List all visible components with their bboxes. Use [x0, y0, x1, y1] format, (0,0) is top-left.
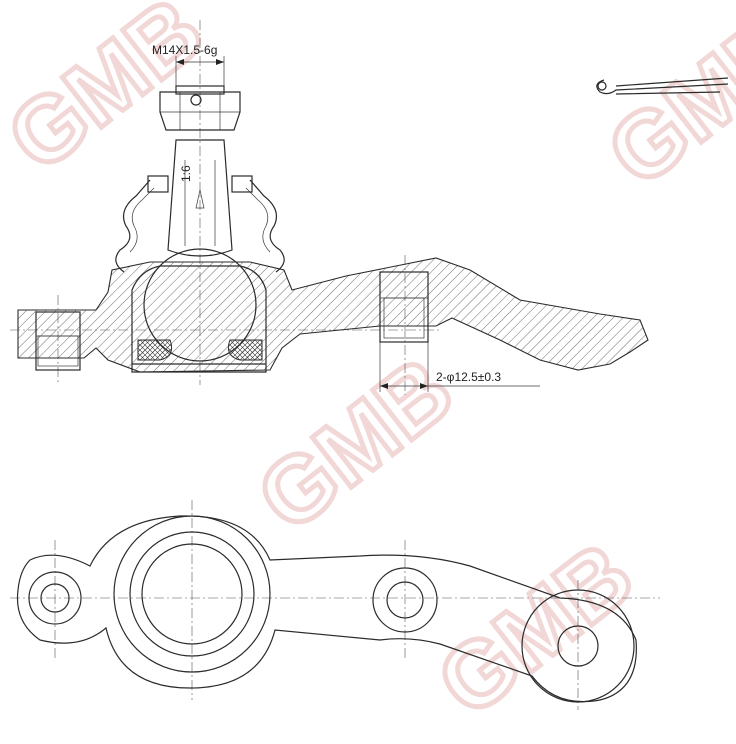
- left-bushing: [35, 311, 81, 371]
- section-view: 1:6 M14X1.5-6g 2-φ12.5±0.3: [10, 20, 649, 395]
- dust-boot: [115, 179, 285, 273]
- right-eye-outer: [521, 589, 635, 703]
- watermark-text: GMB: [590, 0, 736, 206]
- left-eye-outer: [28, 571, 82, 625]
- cotter-hole: [190, 94, 202, 106]
- mid-eye-outer: [372, 567, 438, 633]
- hole-spec-label: 2-φ12.5±0.3: [436, 370, 501, 384]
- watermark-text: GMB: [420, 523, 652, 736]
- plan-view: [10, 500, 660, 710]
- dust-boot-inner: [129, 187, 271, 253]
- hole-dim-arrow: [420, 383, 428, 389]
- taper-arrow: [195, 189, 205, 209]
- watermark-text: GMB: [0, 0, 221, 191]
- hole-dim-arrow: [380, 383, 388, 389]
- housing-ring: [129, 531, 255, 657]
- bearing-insert-left: [137, 339, 173, 361]
- housing-inner: [141, 543, 243, 645]
- bearing-insert-right: [227, 339, 263, 361]
- boot-clip-left: [147, 175, 169, 193]
- thread-spec-label: M14X1.5-6g: [152, 43, 217, 57]
- thread-arrow: [216, 59, 224, 65]
- mid-eye-hole: [386, 581, 424, 619]
- housing-outer: [113, 515, 271, 673]
- right-eye-hole: [557, 625, 599, 667]
- tapered-stud: [167, 139, 233, 257]
- control-arm-section: [17, 257, 649, 373]
- taper-label: 1:6: [179, 165, 193, 182]
- thread-arrow: [176, 59, 184, 65]
- ball-stud-ball: [143, 248, 257, 362]
- boot-clip-right: [231, 175, 253, 193]
- left-eye-hole: [40, 583, 70, 613]
- cotter-pin-icon: [596, 77, 729, 95]
- mid-bushing: [379, 271, 429, 343]
